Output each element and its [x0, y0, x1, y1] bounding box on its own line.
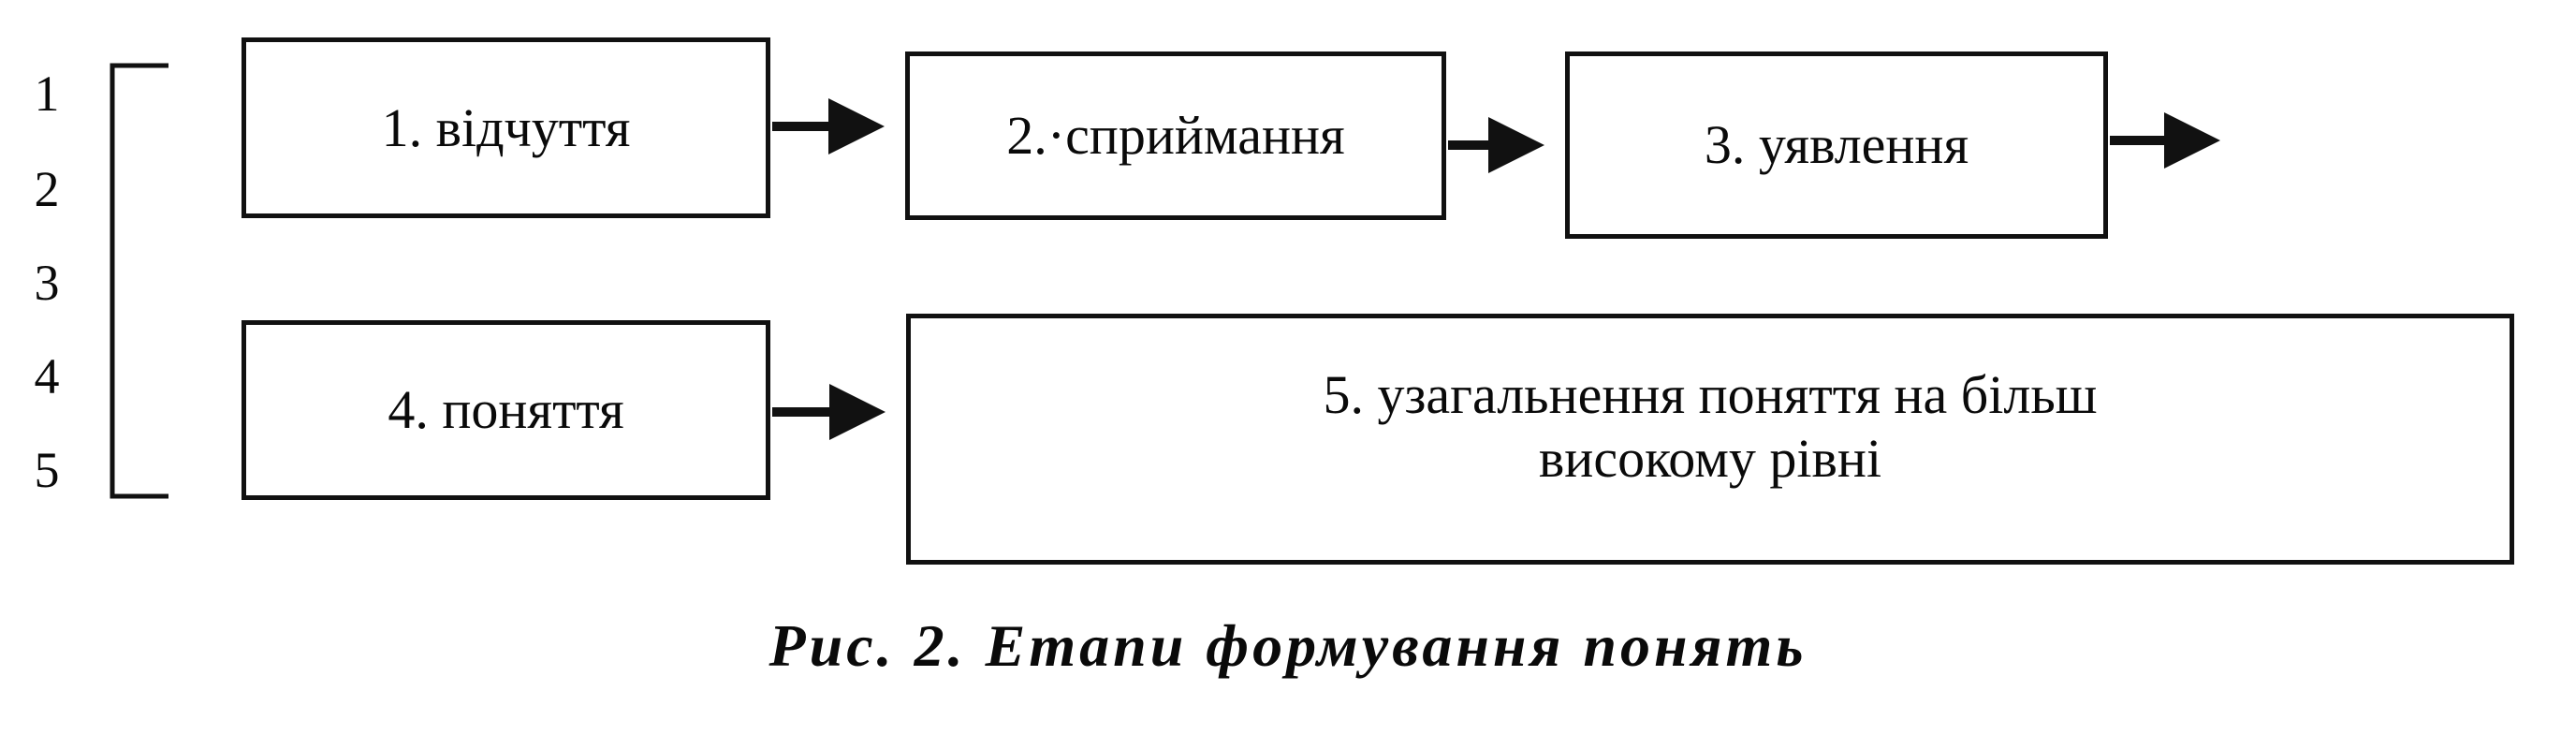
bracket [110, 63, 168, 499]
stage-label-sensation: 1. відчуття [381, 96, 631, 158]
stage-number-3: 3 [34, 255, 60, 311]
stage-box-representation: 3. уявлення [1565, 51, 2108, 239]
stage-number-5: 5 [34, 442, 60, 498]
stage-label-generalization: 5. узагальнення поняття на більш високом… [1323, 364, 2098, 489]
stage-label-representation: 3. уявлення [1704, 114, 1969, 175]
stage-number-1: 1 [34, 66, 60, 122]
stage-box-generalization: 5. узагальнення поняття на більш високом… [906, 314, 2514, 565]
stage-label-concept: 4. поняття [388, 379, 624, 440]
stage-box-concept: 4. поняття [242, 320, 770, 500]
stage-number-4: 4 [34, 348, 60, 404]
stage-box-perception: 2.·сприймання [905, 51, 1446, 220]
figure-caption: Рис. 2. Етапи формування понять [768, 612, 1808, 679]
stage-box-sensation: 1. відчуття [242, 37, 770, 218]
stage-label-perception: 2.·сприймання [1006, 105, 1345, 166]
stage-number-2: 2 [34, 161, 60, 217]
